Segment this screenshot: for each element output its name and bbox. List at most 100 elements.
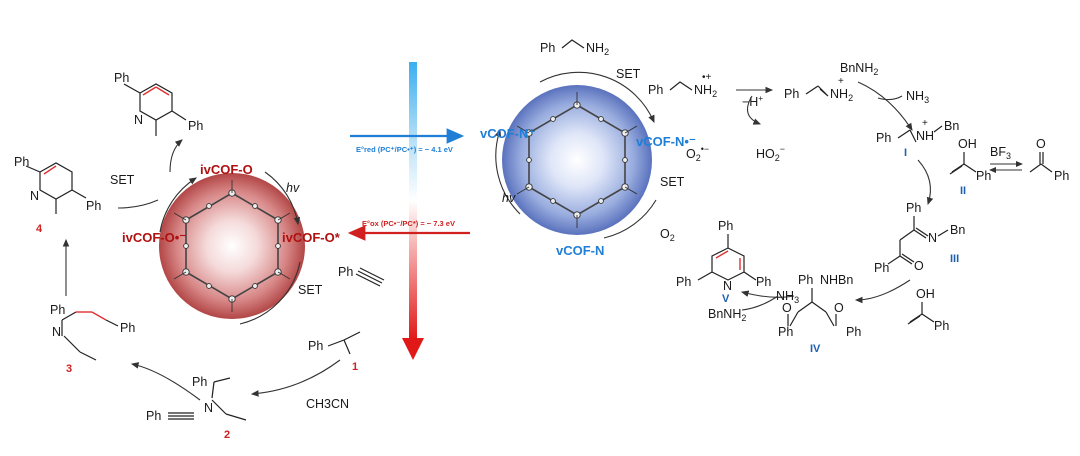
compound4-ph1: Ph xyxy=(14,155,29,169)
o2-to-superoxide-curl xyxy=(746,95,762,125)
compound-II-oh: OH xyxy=(958,137,977,151)
ivcof-sphere xyxy=(159,173,305,319)
potential-red-label: E°ox (PC•⁻/PC*) = − 7.3 eV xyxy=(362,219,455,228)
set-label-top: SET xyxy=(616,67,641,81)
svg-text:NH: NH xyxy=(916,129,934,143)
arrow-bnnh2-release xyxy=(741,295,779,311)
compound3-ph1: Ph xyxy=(50,303,65,317)
vcof-n-radical-label: vCOF-N•⁻ xyxy=(636,134,696,149)
blue-cycle-right xyxy=(603,199,657,239)
arrow-I-to-III xyxy=(917,159,934,206)
enol-ph: Ph xyxy=(934,319,949,333)
arrow-from-4 xyxy=(117,199,159,209)
ph-alkyne-bottom: Ph xyxy=(146,409,161,423)
bnnh2-top-label: BnNH2 xyxy=(840,61,878,77)
compound-I: Ph NH Bn + I xyxy=(876,118,959,159)
compound-III-label: III xyxy=(950,253,959,265)
svg-text:•+: •+ xyxy=(702,72,712,83)
pyridine-V-ph-left: Ph xyxy=(676,275,691,289)
compound-II-ph: Ph xyxy=(976,169,991,183)
compound-4: Ph Ph N 4 xyxy=(14,155,101,235)
compound-II: OH Ph II xyxy=(949,137,991,197)
compound-III-ph: Ph xyxy=(906,201,921,215)
compound-III: Ph N Bn O Ph III xyxy=(874,201,965,275)
svg-text:O: O xyxy=(782,301,792,315)
compound4-ph2: Ph xyxy=(86,199,101,213)
pyridine-V-ph-right: Ph xyxy=(756,275,771,289)
potential-blue-label: E°red (PC⁺/PC•⁺) = − 4.1 eV xyxy=(356,145,453,154)
svg-text:NH2: NH2 xyxy=(586,41,609,57)
pyridine-ph1: Ph xyxy=(114,71,129,85)
compound-IV-ph-right: Ph xyxy=(846,325,861,339)
o2-label: O2 xyxy=(660,227,675,243)
compound-IV: Ph NHBn Ph Ph O O IV xyxy=(778,273,861,355)
compound-I-ph: Ph xyxy=(876,131,891,145)
compound-1: Ph 1 xyxy=(308,331,361,373)
compound3-n: N xyxy=(52,325,61,339)
svg-text:Bn: Bn xyxy=(944,119,959,133)
svg-text:O: O xyxy=(834,301,844,315)
compound-IV-ph: Ph xyxy=(798,273,813,287)
iminium-ph: Ph xyxy=(784,87,799,101)
arrow-iminium-to-I xyxy=(857,81,913,131)
pyridine-ph2: Ph xyxy=(188,119,203,133)
svg-text:NH2: NH2 xyxy=(830,87,853,103)
ivcof-o-radical-label: ivCOF-O•⁻ xyxy=(122,230,186,245)
compound-3: Ph Ph N 3 xyxy=(50,303,135,375)
hv-label-right: hv xyxy=(502,191,516,205)
minus-h-label: −H+ xyxy=(742,94,763,109)
compound-I-label: I xyxy=(904,147,907,159)
phenylacetylene-top: Ph xyxy=(338,265,385,287)
nh3-top-label: NH3 xyxy=(906,89,929,105)
pyridine-n: N xyxy=(134,113,143,127)
set-label-right: SET xyxy=(298,283,323,297)
vcof-sphere xyxy=(502,85,652,235)
blue-cycle-top xyxy=(539,71,655,124)
compound-III-bn: Bn xyxy=(950,223,965,237)
bnnh2-bottom-label: BnNH2 xyxy=(708,307,746,323)
pyridine-V: Ph Ph Ph N V xyxy=(676,219,771,305)
compound-IV-label: IV xyxy=(810,343,821,355)
vcof-n-label: vCOF-N xyxy=(556,243,604,258)
superoxide-label: O2•− xyxy=(686,144,709,163)
cycle-arc-hv xyxy=(264,171,301,226)
arrow-III-to-IV xyxy=(854,279,911,304)
arrow-IV-to-V xyxy=(740,290,795,298)
arrow-2-to-3 xyxy=(130,362,201,401)
svg-text:NH2: NH2 xyxy=(694,83,717,99)
amine-rc-ph: Ph xyxy=(648,83,663,97)
vcof-n-plus-label: vCOF-N⁺ xyxy=(480,126,535,141)
cof-framework-blue xyxy=(516,92,638,228)
enol-partner: OH Ph xyxy=(907,287,949,333)
svg-text:+: + xyxy=(922,118,928,129)
amine-radical-cation: Ph NH2 •+ xyxy=(648,72,717,99)
compound-2: Ph N 2 xyxy=(192,375,247,441)
benzylamine-ph: Ph xyxy=(540,41,555,55)
compound1-number: 1 xyxy=(352,361,358,373)
cycle-arc-left xyxy=(159,177,197,233)
cycle-arc-set xyxy=(239,261,301,325)
hydroperoxide-label: HO2− xyxy=(756,144,785,163)
compound-IV-ph-left: Ph xyxy=(778,325,793,339)
arrow-to-pyridine xyxy=(169,139,183,173)
cof-framework-red xyxy=(173,180,291,312)
compound1-ph: Ph xyxy=(308,339,323,353)
compound2-number: 2 xyxy=(224,429,230,441)
compound2-ph: Ph xyxy=(192,375,207,389)
pyridine-V-ph-top: Ph xyxy=(718,219,733,233)
svg-text:O: O xyxy=(914,259,924,273)
phenylacetylene-bottom: Ph xyxy=(146,409,194,423)
arrow-1-to-2 xyxy=(250,359,341,397)
hv-label-left: hv xyxy=(286,181,300,195)
pyridine-product: Ph Ph N xyxy=(114,71,203,136)
iminium: Ph NH2 + xyxy=(784,76,853,103)
acetonitrile-label: CH3CN xyxy=(306,397,349,411)
compound3-ph2: Ph xyxy=(120,321,135,335)
enol-oh: OH xyxy=(916,287,935,301)
compound-III-ph2: Ph xyxy=(874,261,889,275)
compound-IV-nhbn: NHBn xyxy=(820,273,853,287)
benzylamine: Ph NH2 xyxy=(540,39,609,57)
svg-text:N: N xyxy=(723,279,732,293)
compound3-number: 3 xyxy=(66,363,72,375)
energy-bar xyxy=(402,62,424,360)
